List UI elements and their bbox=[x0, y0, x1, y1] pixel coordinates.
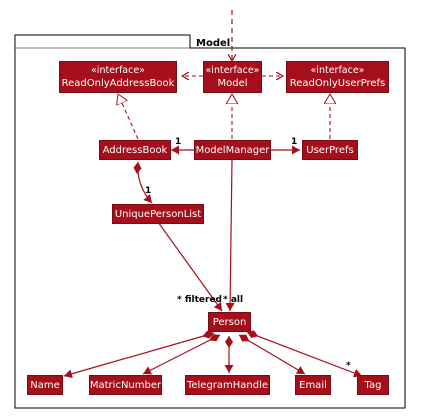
multiplicity-ab-upl: 1 bbox=[145, 186, 152, 196]
class-modelmanager[interactable]: ModelManager bbox=[194, 140, 271, 160]
person-composes-tag bbox=[246, 330, 363, 378]
class-name: Person bbox=[212, 316, 247, 328]
class-telegramhandle[interactable]: TelegramHandle bbox=[185, 375, 270, 395]
class-uniquepersonlist[interactable]: UniquePersonList bbox=[112, 204, 204, 224]
interface-model[interactable]: «interface» Model bbox=[203, 61, 262, 93]
class-tag[interactable]: Tag bbox=[357, 375, 389, 395]
person-composes-matric bbox=[142, 334, 221, 375]
class-name: TelegramHandle bbox=[186, 379, 269, 391]
addressbook-realizes-roab bbox=[118, 94, 139, 140]
class-name: ReadOnlyAddressBook bbox=[61, 78, 175, 89]
class-name: Email bbox=[299, 379, 327, 391]
class-person[interactable]: Person bbox=[208, 312, 251, 332]
class-name: Name bbox=[30, 379, 60, 391]
class-name: UserPrefs bbox=[306, 144, 354, 156]
addressbook-composes-upl bbox=[133, 161, 153, 204]
class-name: AddressBook bbox=[102, 144, 168, 156]
upl-to-person bbox=[157, 221, 223, 312]
multiplicity-filtered: * filtered bbox=[177, 295, 222, 305]
class-userprefs[interactable]: UserPrefs bbox=[302, 140, 358, 160]
stereotype-label: «interface» bbox=[205, 65, 260, 76]
stereotype-label: «interface» bbox=[91, 65, 145, 76]
class-name: Tag bbox=[364, 379, 382, 391]
multiplicity-mm-addressbook: 1 bbox=[175, 137, 182, 147]
class-name: UniquePersonList bbox=[114, 208, 202, 220]
class-name: ModelManager bbox=[195, 144, 270, 156]
class-name: Model bbox=[217, 78, 248, 89]
multiplicity-tag: * bbox=[346, 361, 351, 371]
class-email[interactable]: Email bbox=[295, 375, 331, 395]
stereotype-label: «interface» bbox=[310, 65, 365, 76]
class-matricnumber[interactable]: MatricNumber bbox=[89, 375, 162, 395]
package-title: Model bbox=[196, 38, 231, 49]
class-name: MatricNumber bbox=[89, 379, 162, 391]
model-package-frame bbox=[14, 34, 406, 409]
class-name: ReadOnlyUserPrefs bbox=[289, 78, 386, 89]
class-name-field[interactable]: Name bbox=[27, 375, 63, 395]
multiplicity-all: * all bbox=[223, 295, 244, 305]
person-composes-email bbox=[238, 334, 306, 375]
multiplicity-mm-userprefs: 1 bbox=[291, 137, 298, 147]
interface-readonlyuserprefs[interactable]: «interface» ReadOnlyUserPrefs bbox=[286, 61, 389, 93]
modelmanager-to-person bbox=[225, 159, 235, 312]
interface-readonlyaddressbook[interactable]: «interface» ReadOnlyAddressBook bbox=[59, 61, 177, 93]
class-addressbook[interactable]: AddressBook bbox=[99, 140, 171, 160]
person-composes-name bbox=[63, 330, 215, 379]
